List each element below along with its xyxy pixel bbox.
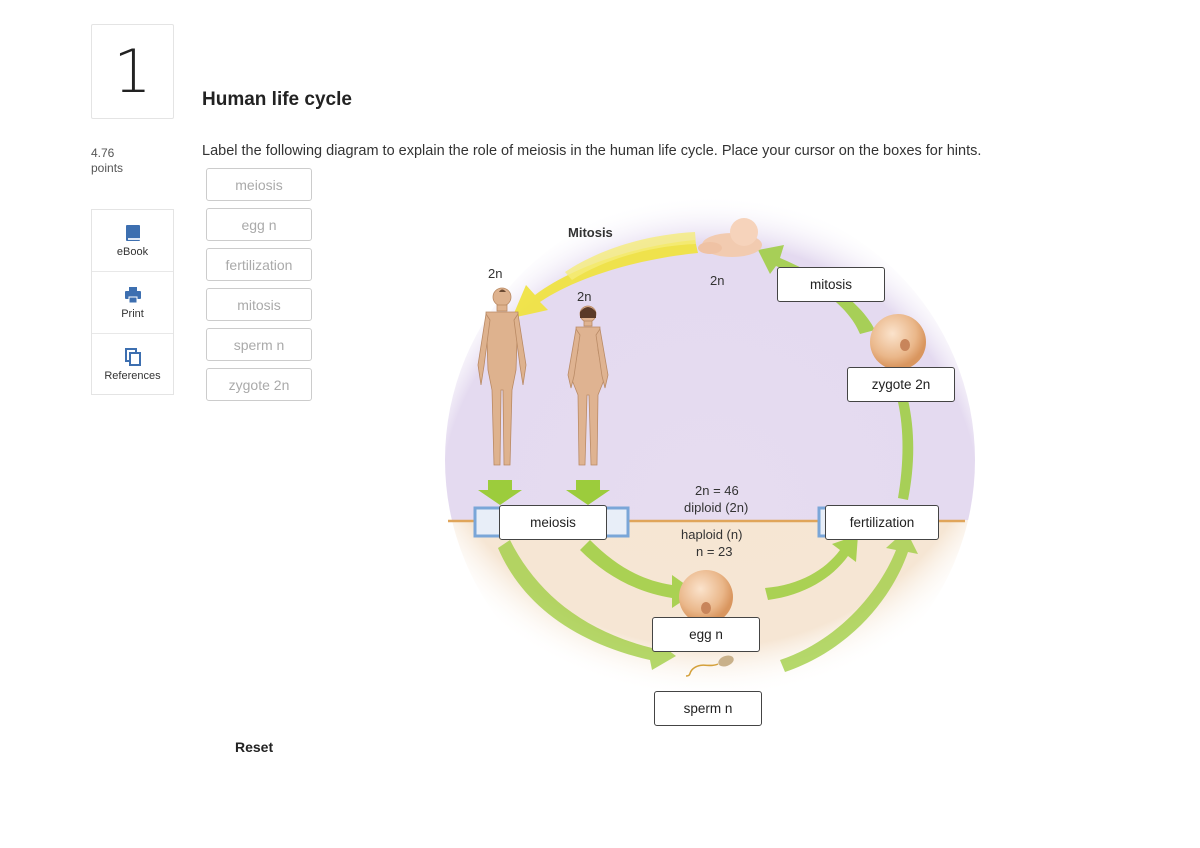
fertilization-to-zygote-arrow <box>890 374 920 500</box>
print-label: Print <box>121 308 144 320</box>
references-button[interactable]: References <box>92 334 173 395</box>
haploid-label: haploid (n) <box>681 527 743 542</box>
meiosis-to-egg-arrow <box>580 540 696 608</box>
meiosis-arrow-male <box>478 480 522 505</box>
meiosis-to-sperm-arrow <box>498 540 676 670</box>
egg-to-fertilization-arrow <box>765 535 858 600</box>
printer-icon <box>124 287 141 304</box>
female-figure <box>567 305 609 466</box>
mitosis-heading: Mitosis <box>568 225 613 240</box>
placed-label-zygote[interactable]: zygote 2n <box>847 367 955 402</box>
ebook-button[interactable]: eBook <box>92 210 173 272</box>
copy-icon <box>124 348 141 366</box>
references-label: References <box>104 370 161 382</box>
baby-figure <box>698 218 762 257</box>
question-number: 1 <box>113 36 152 107</box>
ebook-label: eBook <box>116 246 149 258</box>
bank-label-egg[interactable]: egg n <box>206 208 312 241</box>
male-figure <box>477 287 527 466</box>
tools-panel: eBook Print References <box>91 209 174 395</box>
diploid-count: 2n = 46 <box>695 483 739 498</box>
sperm-to-fertilization-arrow <box>780 530 918 672</box>
question-number-box: 1 <box>91 24 174 119</box>
placed-label-fertilization[interactable]: fertilization <box>825 505 939 540</box>
bank-label-zygote[interactable]: zygote 2n <box>206 368 312 401</box>
label-bank: meiosis egg n fertilization mitosis sper… <box>206 168 312 408</box>
placed-label-meiosis[interactable]: meiosis <box>499 505 607 540</box>
placed-label-egg[interactable]: egg n <box>652 617 760 652</box>
bank-label-meiosis[interactable]: meiosis <box>206 168 312 201</box>
points-label: points <box>91 161 124 175</box>
female-ploidy-label: 2n <box>577 289 592 304</box>
male-ploidy-label: 2n <box>488 266 503 281</box>
placed-label-sperm[interactable]: sperm n <box>654 691 762 726</box>
haploid-count: n = 23 <box>696 544 733 559</box>
bank-label-mitosis[interactable]: mitosis <box>206 288 312 321</box>
question-title: Human life cycle <box>202 89 352 110</box>
meiosis-arrow-female <box>566 480 610 505</box>
reset-button[interactable]: Reset <box>235 739 274 755</box>
bank-label-fertilization[interactable]: fertilization <box>206 248 312 281</box>
meiosis-box-male <box>473 506 503 538</box>
mitosis-arrow-top <box>512 240 698 318</box>
book-icon <box>125 225 140 241</box>
life-cycle-diagram: Mitosis 2n 2n 2n 2n = 46 diploid (2n) ha… <box>440 190 980 726</box>
egg-cell <box>679 570 733 624</box>
zygote-cell <box>870 314 926 370</box>
placed-label-mitosis[interactable]: mitosis <box>777 267 885 302</box>
bank-label-sperm[interactable]: sperm n <box>206 328 312 361</box>
points-info: 4.76 points <box>91 146 123 176</box>
baby-ploidy-label: 2n <box>710 273 725 288</box>
print-button[interactable]: Print <box>92 272 173 334</box>
sperm-cell <box>685 655 734 677</box>
diploid-label: diploid (2n) <box>684 500 749 515</box>
instructions: Label the following diagram to explain t… <box>202 143 982 159</box>
points-value: 4.76 <box>91 146 115 160</box>
